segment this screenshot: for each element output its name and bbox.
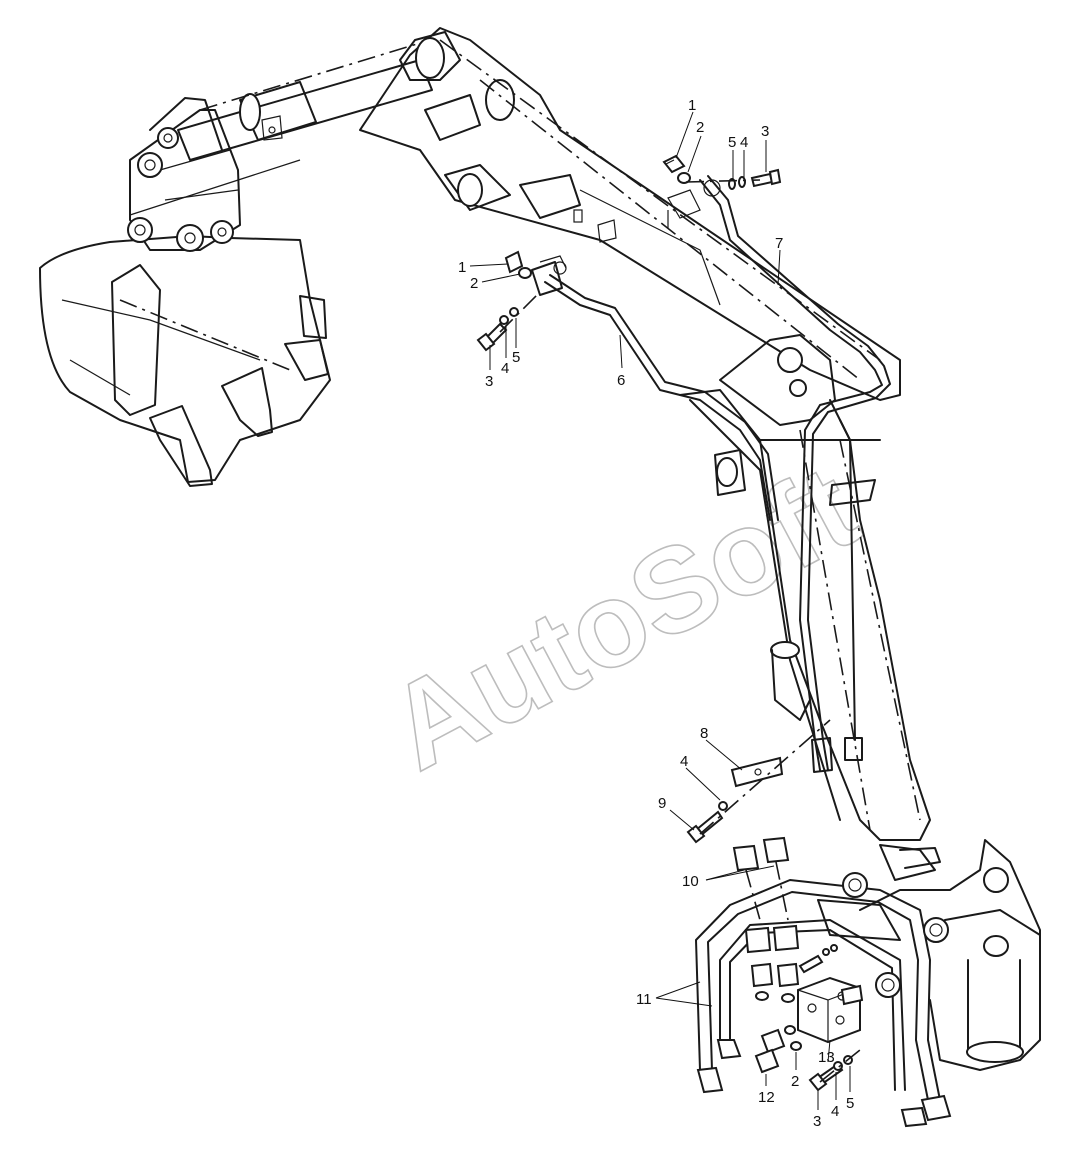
- callout-labels: 1 2 5 4 3 7 1 2 3 4 5 6 8 4 9 10 11 12 2…: [458, 97, 854, 1130]
- callout-10: 10: [682, 873, 699, 890]
- washer-4-mid: [499, 315, 509, 325]
- adapter-fitting-left: [750, 962, 774, 988]
- washer-4-clamp: [718, 801, 728, 811]
- o-ring-2-top: [677, 172, 691, 184]
- callout-3-lower: 3: [813, 1113, 821, 1130]
- callout-8: 8: [700, 725, 708, 742]
- callout-3-top: 3: [761, 123, 769, 140]
- washer-4-lower: [833, 1061, 843, 1071]
- leader-lines: [469, 111, 851, 1110]
- callout-1-mid: 1: [458, 259, 466, 276]
- callout-12: 12: [758, 1089, 775, 1106]
- hose-line-6: [531, 255, 779, 521]
- bucket-linkage: [127, 97, 301, 252]
- washer-5-mid: [509, 307, 519, 317]
- callout-3-mid: 3: [485, 373, 493, 390]
- callout-1-top: 1: [688, 97, 696, 114]
- bolt-3-top: [750, 168, 782, 188]
- bolt-upper-block: [798, 944, 838, 974]
- bucket-assembly: [39, 235, 331, 487]
- callout-4-top: 4: [740, 134, 748, 151]
- hardware-group-mid: [476, 250, 541, 352]
- plug-1-top: [662, 154, 686, 174]
- clamp-plate-8: [730, 756, 784, 788]
- callout-2-top: 2: [696, 119, 704, 136]
- callout-2-mid: 2: [470, 275, 478, 292]
- bucket-cylinder: [177, 39, 433, 161]
- hose-line-7: [667, 175, 891, 773]
- manifold-block-13: [750, 944, 864, 1092]
- callout-2-lower: 2: [791, 1073, 799, 1090]
- bolt-3-mid: [476, 322, 508, 352]
- callout-6: 6: [617, 372, 625, 389]
- plug-1-mid: [504, 250, 524, 274]
- hose-fitting-10b: [762, 836, 790, 864]
- callout-7: 7: [775, 235, 783, 252]
- plug-12b: [754, 1048, 780, 1074]
- hose-fitting-10a: [732, 844, 760, 872]
- callout-11: 11: [636, 991, 652, 1008]
- callout-4-mid: 4: [501, 360, 509, 377]
- o-ring-2-mid: [518, 267, 532, 279]
- swing-bracket: [817, 839, 1041, 1071]
- callout-5-mid: 5: [512, 349, 520, 366]
- hardware-group-top: [662, 154, 782, 190]
- callout-13: 13: [818, 1049, 835, 1066]
- o-ring-2-lower: [790, 1041, 802, 1051]
- washer-4-top: [738, 176, 746, 188]
- hose-clamp-group: [686, 719, 831, 844]
- callout-4-clamp: 4: [680, 753, 688, 770]
- callout-5-lower: 5: [846, 1095, 854, 1112]
- callout-9: 9: [658, 795, 666, 812]
- bolt-9: [686, 810, 724, 844]
- arm-stick: [359, 27, 901, 401]
- adapter-fitting-right: [776, 962, 800, 988]
- plug-12a: [760, 1028, 786, 1054]
- callout-5-top: 5: [728, 134, 736, 151]
- callout-4-lower: 4: [831, 1103, 839, 1120]
